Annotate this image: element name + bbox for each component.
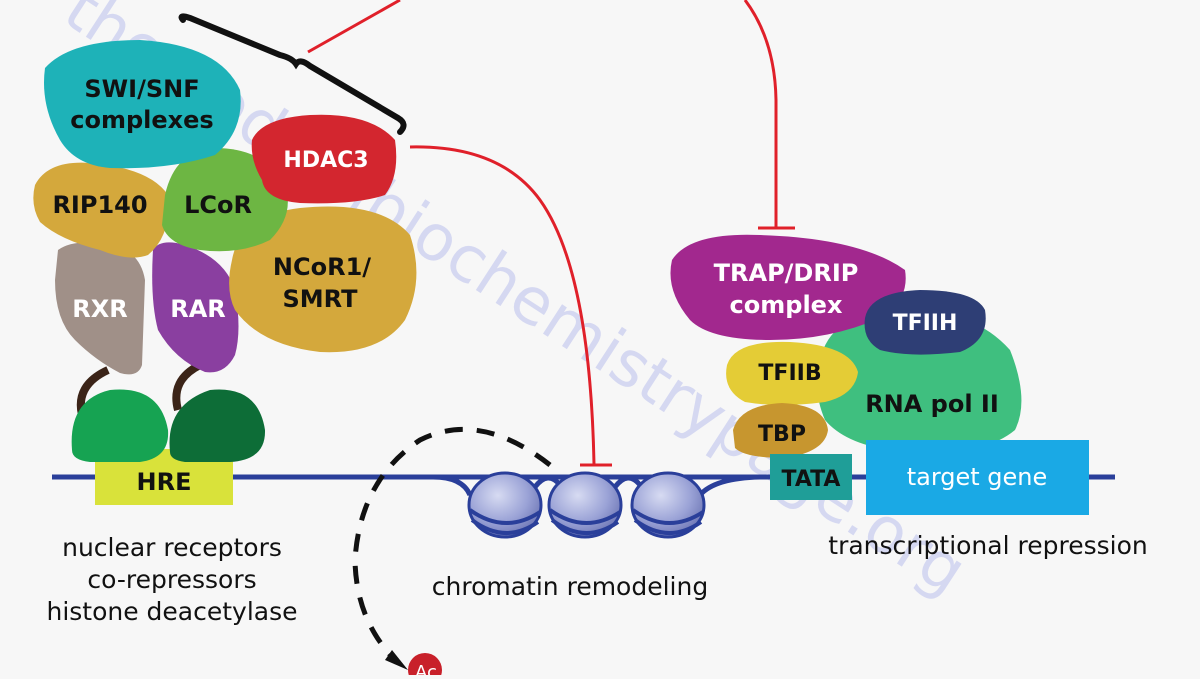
ncor-label-line2: SMRT	[283, 285, 359, 313]
tata-element	[770, 454, 852, 500]
ncor-smrt-protein	[229, 206, 417, 353]
rxr-protein	[55, 242, 145, 375]
acetylation-dashed-arrow	[352, 426, 552, 662]
swi-snf-label-line2: complexes	[70, 106, 213, 134]
rar-label: RAR	[170, 295, 226, 323]
caption-left-line1: nuclear receptors	[62, 533, 282, 562]
caption-right: transcriptional repression	[828, 531, 1147, 560]
tfiib-protein	[726, 341, 858, 405]
rar-protein	[152, 242, 239, 373]
trap-drip-label-line1: TRAP/DRIP	[714, 259, 859, 287]
inhibition-line-top-left	[307, 0, 401, 54]
ncor-label-line1: NCoR1/	[273, 253, 371, 281]
nucleosome-1	[467, 471, 543, 539]
hre-label: HRE	[137, 468, 192, 496]
dna-wrap	[429, 474, 761, 497]
target-gene-element	[866, 440, 1089, 515]
target-gene-label: target gene	[907, 463, 1048, 491]
tfiih-label: TFIIH	[893, 311, 958, 336]
rxr-dna-binding-domain	[71, 389, 169, 462]
nucleosome-3	[630, 471, 706, 539]
tfiih-protein	[864, 290, 986, 355]
arrow-head-icon	[385, 650, 408, 670]
tfiib-label: TFIIB	[758, 361, 821, 386]
trap-drip-protein	[670, 234, 906, 340]
trap-drip-label-line2: complex	[730, 291, 843, 319]
lcor-protein	[162, 148, 288, 252]
inhibition-line-top-right	[743, 0, 778, 228]
rna-pol-ii-label: RNA pol II	[865, 390, 999, 418]
tata-label: TATA	[782, 467, 841, 492]
rar-dna-binding-domain	[169, 389, 266, 462]
swi-snf-protein	[44, 40, 241, 169]
acetyl-group-icon	[408, 653, 442, 679]
rip140-label: RIP140	[52, 191, 147, 219]
complex-brace	[178, 13, 407, 135]
caption-left-line3: histone deacetylase	[46, 597, 297, 626]
rar-linker	[172, 361, 202, 412]
hdac3-label: HDAC3	[283, 148, 368, 173]
rxr-label: RXR	[72, 295, 127, 323]
inhibition-line-hdac	[409, 145, 596, 465]
nucleosome-2	[547, 471, 623, 539]
rip140-protein	[33, 162, 169, 258]
tbp-protein	[733, 403, 828, 458]
hdac3-protein	[251, 114, 397, 204]
swi-snf-label-line1: SWI/SNF	[84, 75, 199, 103]
caption-left-line2: co-repressors	[87, 565, 256, 594]
acetyl-label: Ac	[415, 662, 437, 675]
caption-middle: chromatin remodeling	[432, 572, 708, 601]
tbp-label: TBP	[758, 422, 806, 447]
lcor-label: LCoR	[184, 191, 252, 219]
